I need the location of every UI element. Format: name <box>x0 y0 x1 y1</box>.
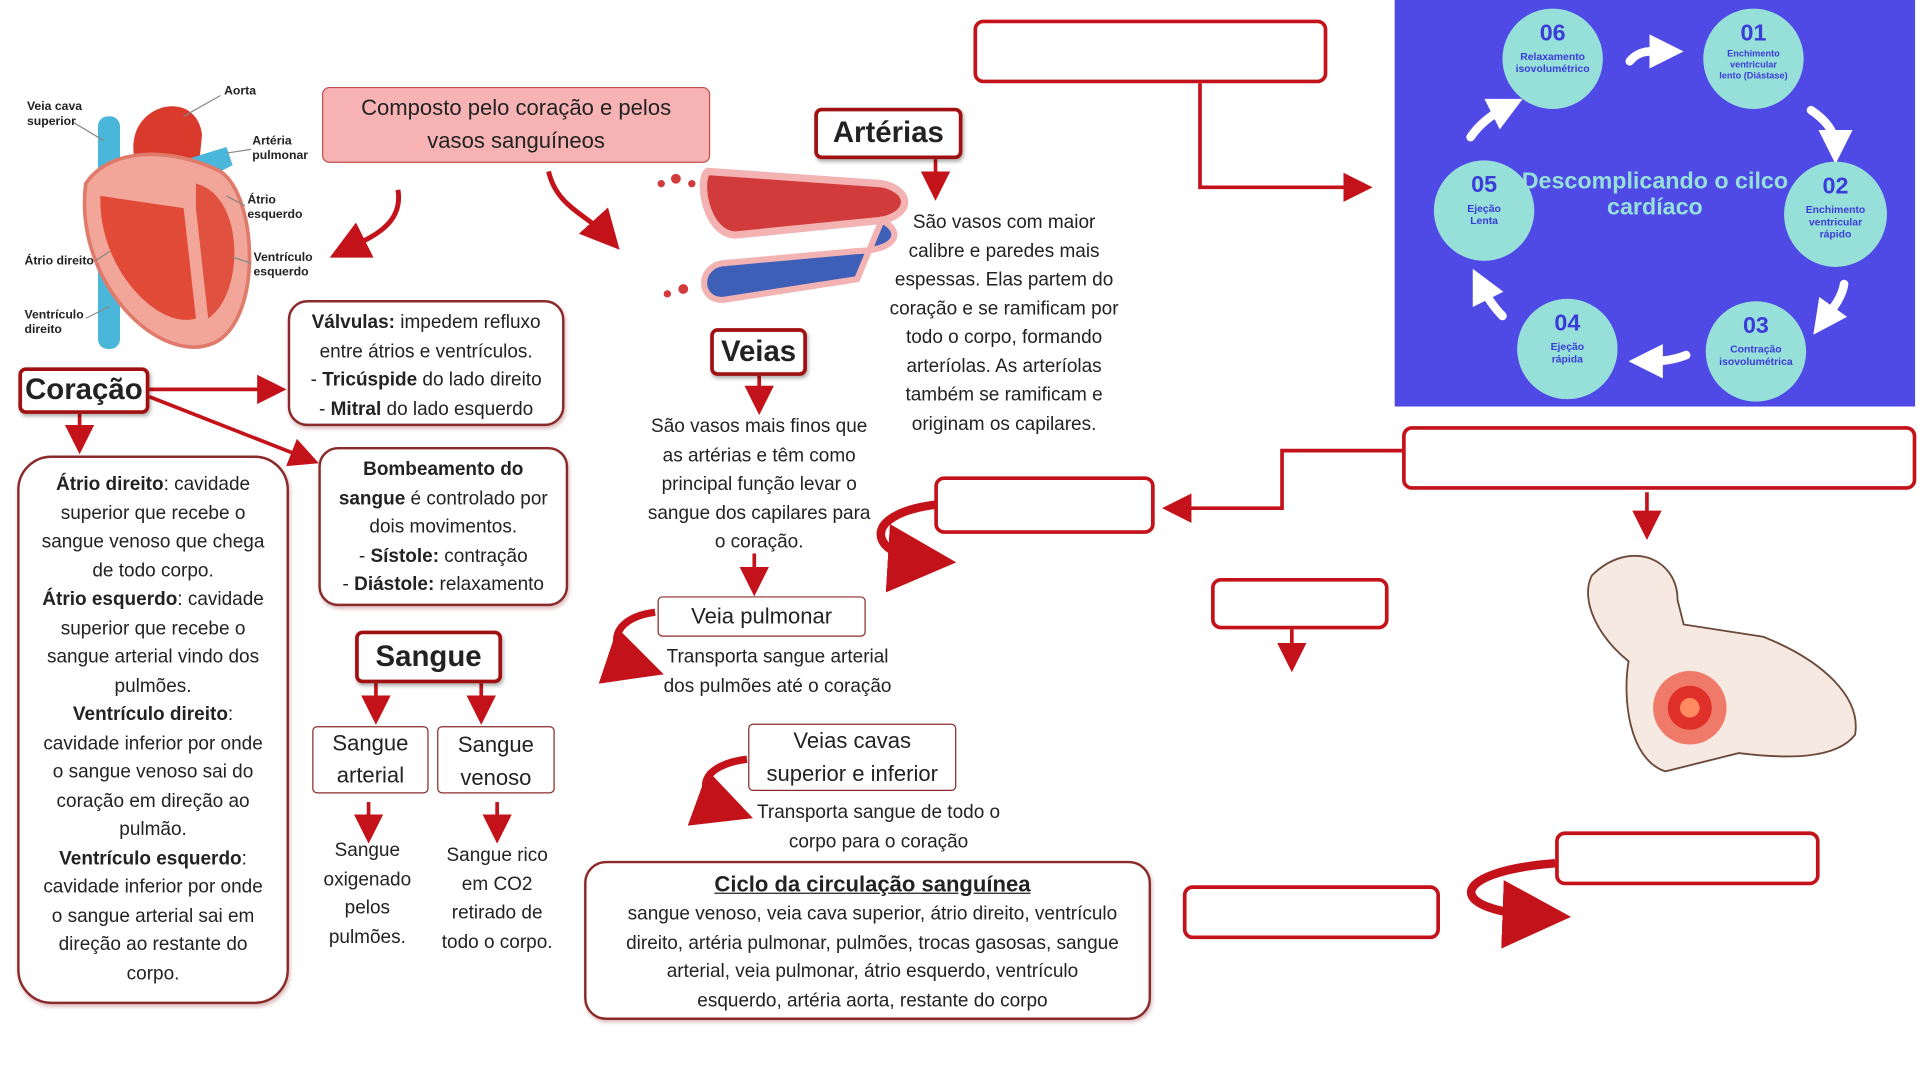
sistole-term: Sístole: <box>370 545 440 567</box>
step-number: 06 <box>1539 20 1566 47</box>
sangue-venoso-box: Sangue venoso <box>437 726 555 794</box>
camara-item: Ventrículo esquerdo: cavidade inferior p… <box>37 844 270 988</box>
arterias-text: São vasos com maior calibre e paredes ma… <box>889 211 1119 435</box>
empty-box <box>934 476 1155 534</box>
artery-illustration <box>657 167 909 304</box>
camaras-box: Átrio direito: cavidade superior que rec… <box>17 455 289 1005</box>
veia-pulmonar-title: Veia pulmonar <box>657 596 866 637</box>
camara-term: Átrio esquerdo <box>42 588 178 610</box>
step-label: Enchimento ventricular lento (Diástase) <box>1719 47 1788 81</box>
diastole-term: Diástole: <box>354 574 435 596</box>
bombeamento-box: Bombeamento do sangue é controlado por d… <box>318 446 569 607</box>
composto-box: Composto pelo coração e pelos vasos sang… <box>322 86 711 163</box>
label-ventriculo-esquerdo: Ventrículo esquerdo <box>253 251 313 280</box>
diastole-desc: relaxamento <box>434 574 544 596</box>
veia-pulmonar-text: Transporta sangue arterial dos pulmões a… <box>663 646 892 697</box>
empty-box <box>1555 831 1820 886</box>
label-atrio-esquerdo: Átrio esquerdo <box>247 193 303 222</box>
ciclo-box: Ciclo da circulação sanguínea sangue ven… <box>584 860 1152 1021</box>
arterias-title: Artérias <box>814 107 963 160</box>
camara-desc: : cavidade superior que recebe o sangue … <box>41 473 265 582</box>
mitral-desc: do lado esquerdo <box>381 398 534 420</box>
label-arteria-pulmonar: Artéria pulmonar <box>252 134 309 163</box>
step-label: Ejeção Lenta <box>1467 202 1501 227</box>
sangue-arterial-box: Sangue arterial <box>312 726 429 794</box>
step-label: Ejeção rápida <box>1550 340 1585 365</box>
camara-term: Ventrículo direito <box>72 704 228 725</box>
label-atrio-direito: Átrio direito <box>24 254 94 269</box>
tricuspide-desc: do lado direito <box>417 369 542 391</box>
sangue-arterial-text: Sangue oxigenado pelos pulmões. <box>323 840 412 948</box>
cycle-title: Descomplicando o cilco cardíaco <box>1521 168 1789 221</box>
empty-box <box>1402 426 1917 490</box>
valvulas-box: Válvulas: impedem refluxo entre átrios e… <box>287 300 565 427</box>
empty-box <box>1211 577 1389 630</box>
step-number: 03 <box>1742 313 1769 340</box>
valvulas-desc: impedem refluxo entre átrios e ventrícul… <box>319 312 541 362</box>
veias-text: São vasos mais finos que as artérias e t… <box>647 416 871 553</box>
ciclo-title: Ciclo da circulação sanguínea <box>714 871 1031 897</box>
step-label: Enchimento ventricular rápido <box>1805 203 1866 241</box>
valvulas-term: Válvulas: <box>311 312 395 334</box>
empty-box <box>973 19 1328 84</box>
step-number: 05 <box>1471 172 1498 199</box>
cycle-arrows <box>1466 34 1853 379</box>
label-aorta: Aorta <box>224 84 257 98</box>
veias-title: Veias <box>710 328 807 376</box>
camara-desc: : cavidade superior que recebe o sangue … <box>47 588 264 697</box>
veias-cavas-title: Veias cavas superior e inferior <box>748 723 957 792</box>
bombeamento-term: Bombeamento do sangue <box>338 459 524 509</box>
camara-item: Átrio esquerdo: cavidade superior que re… <box>37 585 270 700</box>
veias-cavas-text: Transporta sangue de todo o corpo para o… <box>757 802 1001 852</box>
step-number: 04 <box>1554 311 1581 337</box>
mitral-term: Mitral <box>330 398 382 420</box>
sangue-venoso-text: Sangue rico em CO2 retirado de todo o co… <box>441 844 553 953</box>
sistole-desc: contração <box>439 545 528 567</box>
camara-item: Átrio direito: cavidade superior que rec… <box>37 470 270 585</box>
camara-desc: : cavidade inferior por onde o sangue ar… <box>43 847 263 984</box>
coracao-title: Coração <box>18 367 150 414</box>
label-veia-cava: Veia cava superior <box>26 100 83 129</box>
label-ventriculo-direito: Ventrículo direito <box>24 308 84 337</box>
camara-item: Ventrículo direito: cavidade inferior po… <box>37 700 270 844</box>
bombeamento-desc: é controlado por dois movimentos. <box>369 487 548 538</box>
ciclo-text: sangue venoso, veia cava superior, átrio… <box>626 903 1119 1011</box>
empty-box <box>1182 885 1441 940</box>
camara-term: Átrio direito <box>56 473 164 495</box>
camara-term: Ventrículo esquerdo <box>59 847 242 869</box>
step-number: 01 <box>1740 20 1767 47</box>
step-label: Contração isovolumétrica <box>1719 342 1793 368</box>
step-label: Relaxamento isovolumétrico <box>1515 50 1590 75</box>
heart-illustration <box>82 106 252 349</box>
sangue-title: Sangue <box>355 630 503 684</box>
camara-desc: : cavidade inferior por onde o sangue ve… <box>43 704 263 841</box>
chest-pain-illustration <box>1587 554 1857 773</box>
step-number: 02 <box>1822 173 1849 200</box>
tricuspide-term: Tricúspide <box>322 369 418 391</box>
